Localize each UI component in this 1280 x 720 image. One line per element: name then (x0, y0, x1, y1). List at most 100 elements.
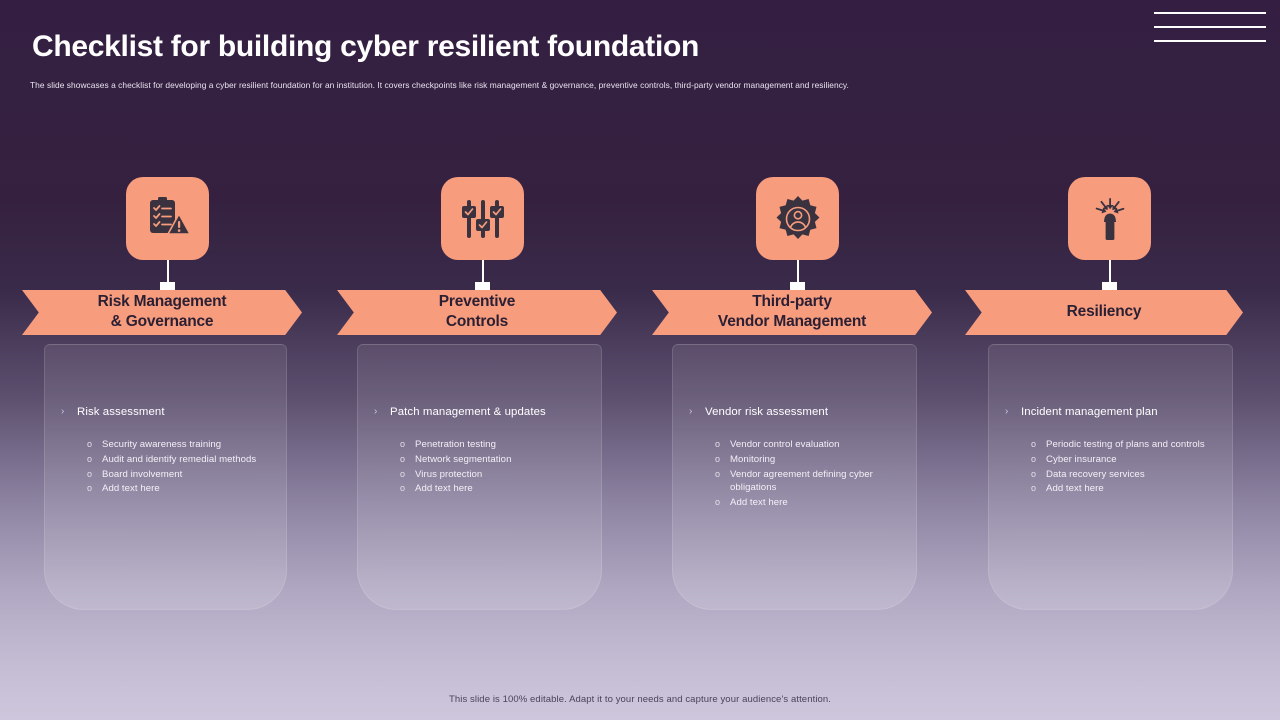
icon-tile (1068, 177, 1151, 260)
column-title: Preventive Controls (438, 292, 516, 333)
column-card-body: › Risk assessment o Security awareness tr… (61, 405, 276, 497)
bullet-marker: o (1031, 468, 1037, 479)
decorative-line-3 (1154, 40, 1266, 42)
column-title-line1: Risk Management (97, 293, 227, 311)
column-title-line2: Vendor Management (717, 313, 867, 330)
chevron-right-icon: › (374, 406, 378, 417)
list-item: o Security awareness training (87, 438, 276, 452)
fist-arrows-icon (1087, 197, 1133, 241)
lead-text: Patch management & updates (390, 406, 546, 418)
bullet-marker: o (715, 496, 721, 507)
chevron-right-icon: › (61, 406, 65, 417)
lead-item: › Vendor risk assessment (689, 405, 906, 420)
list-item-text: Data recovery services (1046, 468, 1145, 480)
bullet-marker: o (400, 454, 406, 464)
bullet-marker: o (715, 439, 721, 450)
column-banner[interactable]: Risk Management & Governance (22, 290, 302, 335)
list-item-text: Virus protection (415, 468, 483, 480)
column-card: › Risk assessment o Security awareness tr… (44, 344, 287, 610)
column-card: › Incident management plan o Periodic tes… (988, 344, 1233, 610)
column-title-line1: Resiliency (1066, 303, 1142, 321)
icon-tile (441, 177, 524, 260)
sliders-check-icon (461, 198, 505, 240)
column-card: › Patch management & updates o Penetratio… (357, 344, 602, 610)
list-item-text: Penetration testing (415, 439, 496, 451)
list-item-text: Add text here (415, 483, 473, 495)
list-item-text: Add text here (102, 483, 160, 495)
column-banner[interactable]: Preventive Controls (337, 290, 617, 335)
list-item-text: Add text here (1046, 483, 1104, 495)
bullet-marker: o (400, 468, 406, 479)
chevron-right-icon: › (689, 406, 693, 417)
list-item-text: Network segmentation (415, 454, 512, 465)
list-item-text: Board involvement (102, 468, 183, 480)
column-card-body: › Patch management & updates o Penetratio… (374, 405, 591, 497)
list-item-text: Cyber insurance (1046, 454, 1117, 465)
checklist-columns: Risk Management & Governance › Risk asse… (0, 160, 1280, 630)
list-item: o Monitoring (715, 453, 906, 467)
column-title: Third-party Vendor Management (718, 292, 866, 333)
lead-item: › Patch management & updates (374, 405, 591, 420)
clipboard-warning-icon (145, 196, 191, 241)
list-item-text: Add text here (730, 496, 788, 508)
list-item-text: Vendor control evaluation (730, 439, 840, 451)
column-card-body: › Vendor risk assessment o Vendor control… (689, 405, 906, 510)
column-title: Resiliency (1067, 302, 1142, 323)
list-item-text: Periodic testing of plans and controls (1046, 439, 1205, 451)
gear-user-icon (775, 195, 821, 242)
bullet-marker: o (87, 483, 93, 494)
list-item: o Penetration testing (400, 438, 591, 452)
page-subtitle: The slide showcases a checklist for deve… (30, 80, 849, 90)
page-title: Checklist for building cyber resilient f… (32, 30, 700, 63)
column-card: › Vendor risk assessment o Vendor control… (672, 344, 917, 610)
bullet-marker: o (400, 439, 406, 450)
list-item-text: Audit and identify remedial methods (102, 454, 257, 465)
column-banner[interactable]: Third-party Vendor Management (652, 290, 932, 335)
column-title-line1: Third-party (752, 293, 832, 311)
list-item: o Add text here (400, 482, 591, 496)
connector-line (166, 260, 169, 290)
lead-text: Incident management plan (1021, 406, 1158, 418)
column-banner[interactable]: Resiliency (965, 290, 1243, 335)
bullet-marker: o (1031, 439, 1037, 450)
list-item-text: Vendor agreement defining cyber obligati… (730, 468, 873, 494)
list-item: o Vendor agreement defining cyber obligat… (715, 468, 906, 495)
list-item: o Add text here (87, 482, 276, 496)
list-item: o Periodic testing of plans and controls (1031, 438, 1222, 452)
icon-tile (756, 177, 839, 260)
connector-line (1108, 260, 1111, 290)
column-title-line2: & Governance (110, 313, 214, 330)
list-item: o Add text here (1031, 482, 1222, 496)
list-item: o Data recovery services (1031, 468, 1222, 482)
list-item: o Vendor control evaluation (715, 438, 906, 452)
lead-text: Risk assessment (77, 406, 165, 418)
bullet-marker: o (715, 454, 721, 464)
list-item: o Add text here (715, 496, 906, 510)
decorative-line-2 (1154, 26, 1266, 28)
chevron-right-icon: › (1005, 406, 1009, 417)
list-item-text: Security awareness training (102, 439, 222, 451)
icon-tile (126, 177, 209, 260)
list-item-text: Monitoring (730, 454, 776, 465)
column-title-line1: Preventive (438, 293, 516, 311)
connector-line (796, 260, 799, 290)
bullet-marker: o (87, 439, 93, 450)
list-item: o Network segmentation (400, 453, 591, 467)
lead-item: › Incident management plan (1005, 405, 1222, 420)
lead-text: Vendor risk assessment (705, 406, 829, 418)
bullet-marker: o (400, 483, 406, 494)
list-item: o Virus protection (400, 468, 591, 482)
footer-note: This slide is 100% editable. Adapt it to… (448, 694, 832, 705)
bullet-marker: o (715, 468, 721, 479)
decorative-lines (1154, 12, 1266, 54)
bullet-marker: o (1031, 483, 1037, 494)
connector-line (481, 260, 484, 290)
lead-item: › Risk assessment (61, 405, 276, 420)
